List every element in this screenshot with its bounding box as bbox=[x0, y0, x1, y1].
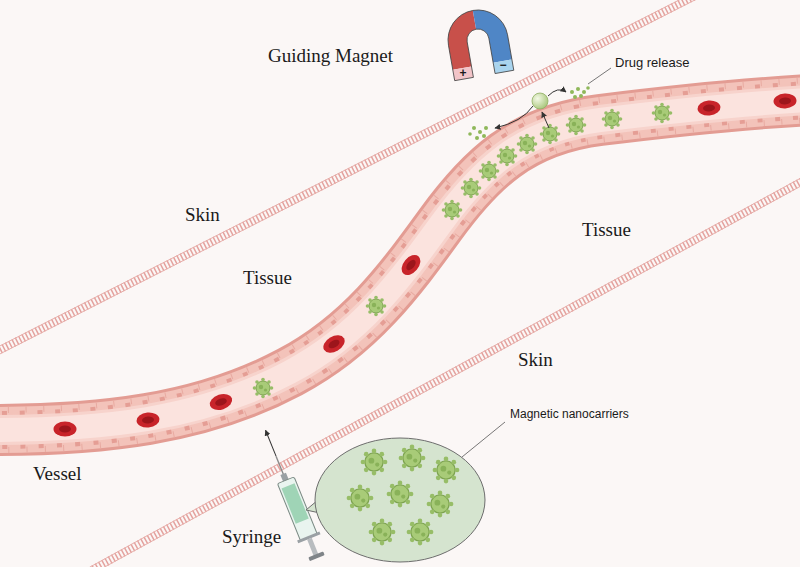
skin-band bbox=[0, 0, 740, 359]
guiding-magnet bbox=[443, 5, 514, 80]
vessel-label: Vessel bbox=[33, 464, 82, 485]
region-label: Tissue bbox=[243, 268, 292, 289]
pole-sign: − bbox=[499, 59, 506, 72]
drug-release bbox=[468, 68, 611, 140]
region-label: Tissue bbox=[582, 220, 631, 241]
blood-vessel bbox=[0, 100, 800, 430]
region-label: Skin bbox=[185, 205, 220, 226]
callout-label: Magnetic nanocarriers bbox=[510, 408, 629, 421]
nanocarriers bbox=[253, 103, 673, 399]
pole-sign: + bbox=[459, 67, 466, 80]
release-label: Drug release bbox=[615, 56, 689, 70]
red-blood-cells bbox=[54, 93, 797, 437]
syringe-label: Syringe bbox=[222, 527, 281, 548]
nanocarrier-bubble bbox=[306, 422, 505, 562]
magnet-label: Guiding Magnet bbox=[268, 46, 393, 67]
region-label: Skin bbox=[518, 350, 553, 371]
